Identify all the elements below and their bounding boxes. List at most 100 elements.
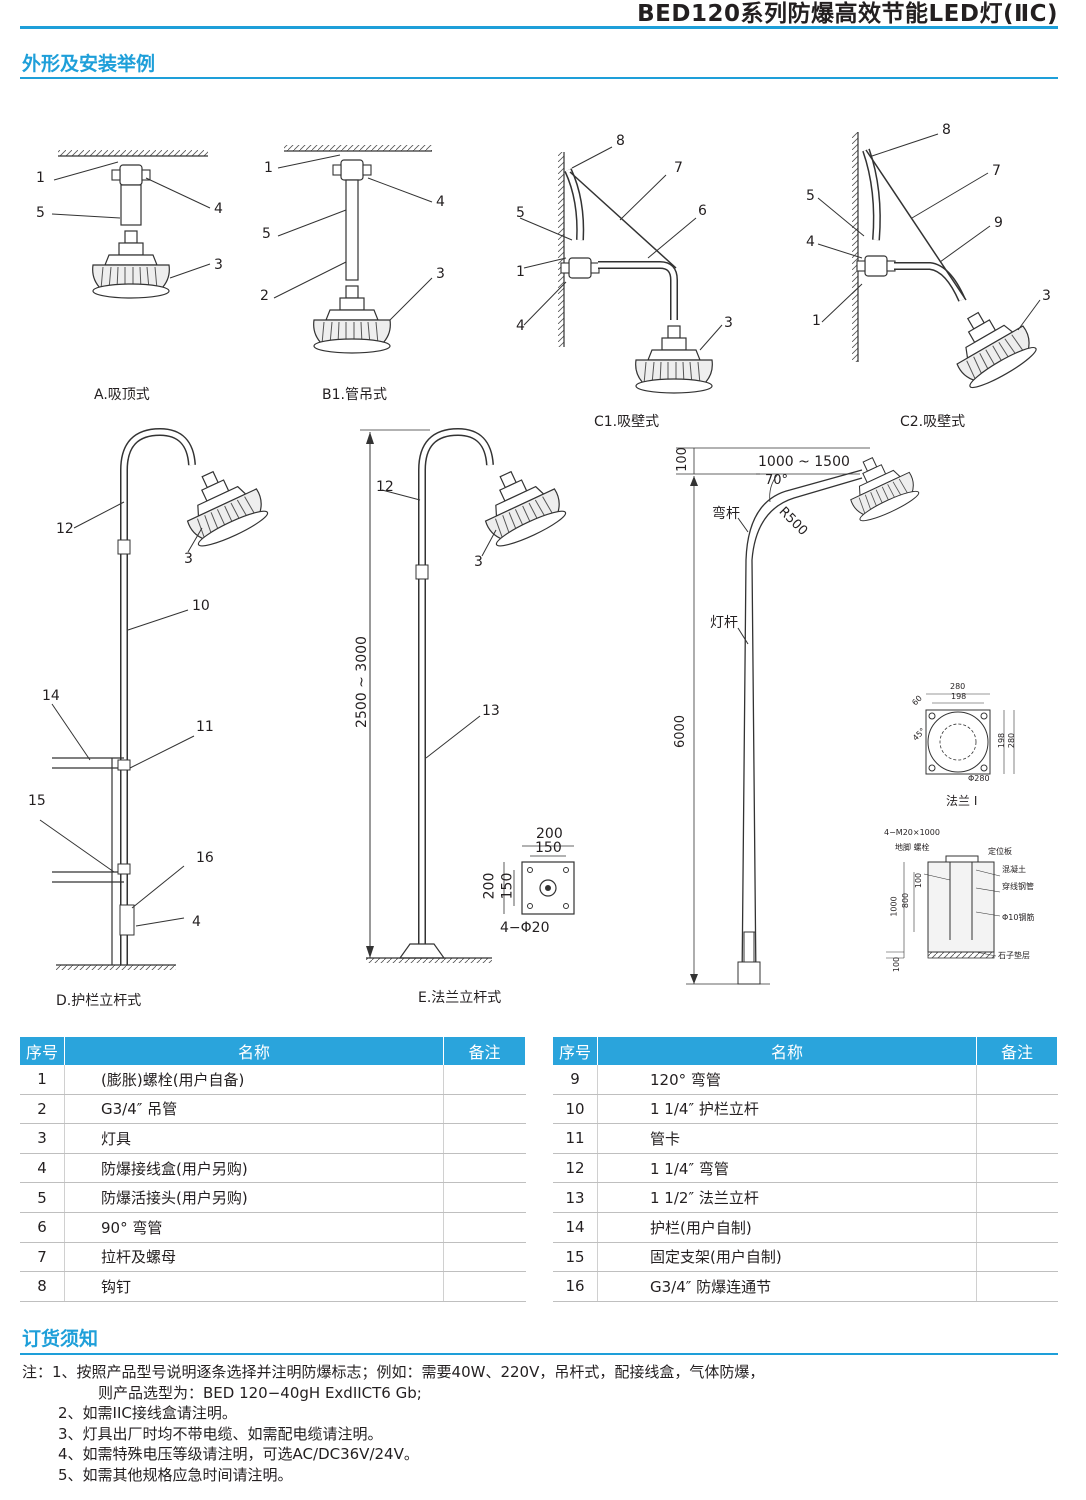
table-header-row: 序号 名称 备注 [553,1037,1058,1065]
callout-c2-1: 1 [812,313,821,329]
figure-d-drawing [39,427,272,970]
label-fd-concrete: 混凝土 [1002,865,1026,874]
cell-name: 钩钉 [64,1271,444,1302]
callout-c1-4: 4 [516,318,525,334]
note-line: 4、如需特殊电压等级请注明，可选AC/DC36V/24V。 [58,1445,419,1463]
cell-no: 8 [20,1271,65,1302]
callout-d-4: 4 [192,914,201,930]
cell-note [443,1212,526,1243]
dim-arm-length: 1000 ~ 1500 [758,454,850,470]
label-fd-anchor: 地脚 螺栓 [895,843,930,852]
cell-note [976,1094,1058,1125]
callout-b1-1: 1 [264,160,273,176]
cell-name: G3/4″ 防爆连通节 [597,1271,977,1302]
figure-label-b1: B1.管吊式 [322,387,387,403]
label-fd-plate: 定位板 [988,847,1012,856]
note-line: 2、如需IIC接线盒请注明。 [58,1404,237,1422]
cell-note [443,1094,526,1125]
header-no: 序号 [20,1037,65,1065]
callout-a-4: 4 [214,201,223,217]
cell-no: 2 [20,1094,65,1125]
section-title-installation: 外形及安装举例 [22,53,156,75]
callout-a-3: 3 [214,257,223,273]
cell-no: 6 [20,1212,65,1243]
cell-name: 防爆接线盒(用户另购) [64,1153,444,1184]
callout-d-15: 15 [28,793,46,809]
cell-no: 12 [553,1153,598,1184]
figure-label-c2: C2.吸壁式 [900,414,966,430]
cell-no: 16 [553,1271,598,1302]
cell-name: 1 1/4″ 弯管 [597,1153,977,1184]
section-rule-ordering [20,1353,1058,1355]
callout-e-12: 12 [376,479,394,495]
cell-note [976,1123,1058,1154]
cell-note [976,1271,1058,1302]
figure-label-c1: C1.吸壁式 [594,414,660,430]
cell-note [976,1212,1058,1243]
callout-d-11: 11 [196,719,214,735]
table-header-row: 序号 名称 备注 [20,1037,526,1065]
cell-note [443,1242,526,1273]
callout-d-3: 3 [184,551,193,567]
cell-name: 护栏(用户自制) [597,1212,977,1243]
cell-note [976,1242,1058,1273]
cell-name: 固定支架(用户自制) [597,1242,977,1273]
dim-pole-top: 100 [674,447,690,472]
callout-e-13: 13 [482,703,500,719]
cell-name: 1 1/4″ 护栏立杆 [597,1094,977,1125]
dim-fd-800: 800 [901,892,911,909]
callout-c1-5: 5 [516,205,525,221]
cell-name: 管卡 [597,1123,977,1154]
cell-no: 15 [553,1242,598,1273]
label-fd-bolts: 4−M20×1000 [884,828,940,837]
callout-c1-7: 7 [674,160,683,176]
figure-label-a: A.吸顶式 [94,387,150,403]
dim-plate-200-top: 200 [536,826,563,842]
cell-no: 4 [20,1153,65,1184]
cell-no: 3 [20,1123,65,1154]
label-fd-gravel: 石子垫层 [998,951,1030,960]
cell-no: 5 [20,1182,65,1213]
callout-b1-4: 4 [436,194,445,210]
ordering-notes: 注：1、按照产品型号说明逐条选择并注明防爆标志；例如：需要40W、220V，吊杆… [22,1362,764,1485]
dim-pole-height: 6000 [673,714,689,749]
cell-name: 1 1/2″ 法兰立杆 [597,1182,977,1213]
note-line: 3、灯具出厂时均不带电缆、如需配电缆请注明。 [58,1424,383,1443]
cell-name: 拉杆及螺母 [64,1242,444,1273]
dim-f-280: 280 [950,682,966,691]
cell-name: 120° 弯管 [597,1065,977,1095]
callout-c2-8: 8 [942,122,951,138]
foundation-drawing [886,855,1001,959]
callout-d-16: 16 [196,850,214,866]
figure-f-drawing [676,445,922,985]
header-note: 备注 [443,1037,526,1065]
dim-f-198v: 198 [997,732,1007,749]
callout-e-3: 3 [474,554,483,570]
installation-drawings [39,132,1041,985]
callout-c1-6: 6 [698,203,707,219]
callout-b1-3: 3 [436,266,445,282]
dim-plate-150-top: 150 [535,840,562,856]
callout-d-10: 10 [192,598,210,614]
cell-name: G3/4″ 吊管 [64,1094,444,1125]
cell-name: 90° 弯管 [64,1212,444,1243]
callout-b1-2: 2 [260,288,269,304]
cell-no: 14 [553,1212,598,1243]
figure-e-drawing [360,427,575,963]
dim-fd-1000: 1000 [889,896,899,917]
callout-d-12: 12 [56,521,74,537]
cell-note [976,1065,1058,1095]
callout-d-14: 14 [42,688,60,704]
